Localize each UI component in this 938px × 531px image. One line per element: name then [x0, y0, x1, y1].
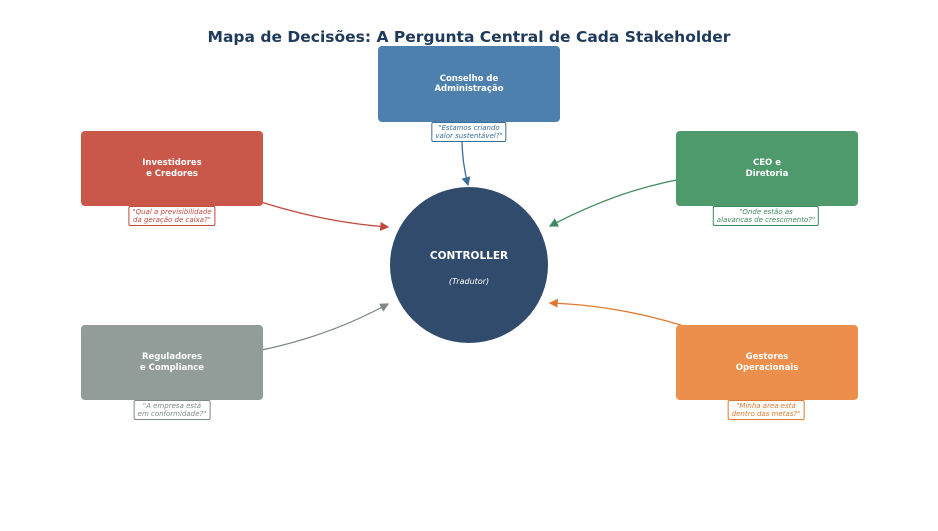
stakeholder-box-conselho: Conselho de Administração	[378, 46, 560, 122]
question-gestores: "Minha área está dentro das metas?"	[727, 400, 805, 421]
controller-node: CONTROLLER (Tradutor)	[390, 187, 548, 343]
question-reguladores: "A empresa está em conformidade?"	[133, 400, 211, 421]
stakeholder-box-gestores: Gestores Operacionais	[676, 325, 858, 400]
stakeholder-name-reguladores: Reguladores e Compliance	[139, 352, 205, 373]
stakeholder-box-investidores: Investidores e Credores	[81, 131, 263, 206]
stakeholder-box-ceo: CEO e Diretoria	[676, 131, 858, 206]
controller-subtitle: (Tradutor)	[448, 277, 490, 286]
stakeholder-box-reguladores: Reguladores e Compliance	[81, 325, 263, 400]
question-investidores: "Qual a previsibilidade da geração de ca…	[128, 206, 216, 227]
stakeholder-name-investidores: Investidores e Credores	[142, 158, 202, 179]
stakeholder-name-conselho: Conselho de Administração	[434, 73, 504, 94]
stakeholder-name-ceo: CEO e Diretoria	[745, 158, 789, 179]
question-ceo: "Onde estão as alavancas de crescimento?…	[712, 206, 820, 227]
stakeholder-name-gestores: Gestores Operacionais	[735, 352, 799, 373]
question-conselho: "Estamos criando valor sustentável?"	[431, 122, 507, 143]
controller-title: CONTROLLER	[429, 250, 509, 262]
diagram-title: Mapa de Decisões: A Pergunta Central de …	[207, 28, 731, 46]
